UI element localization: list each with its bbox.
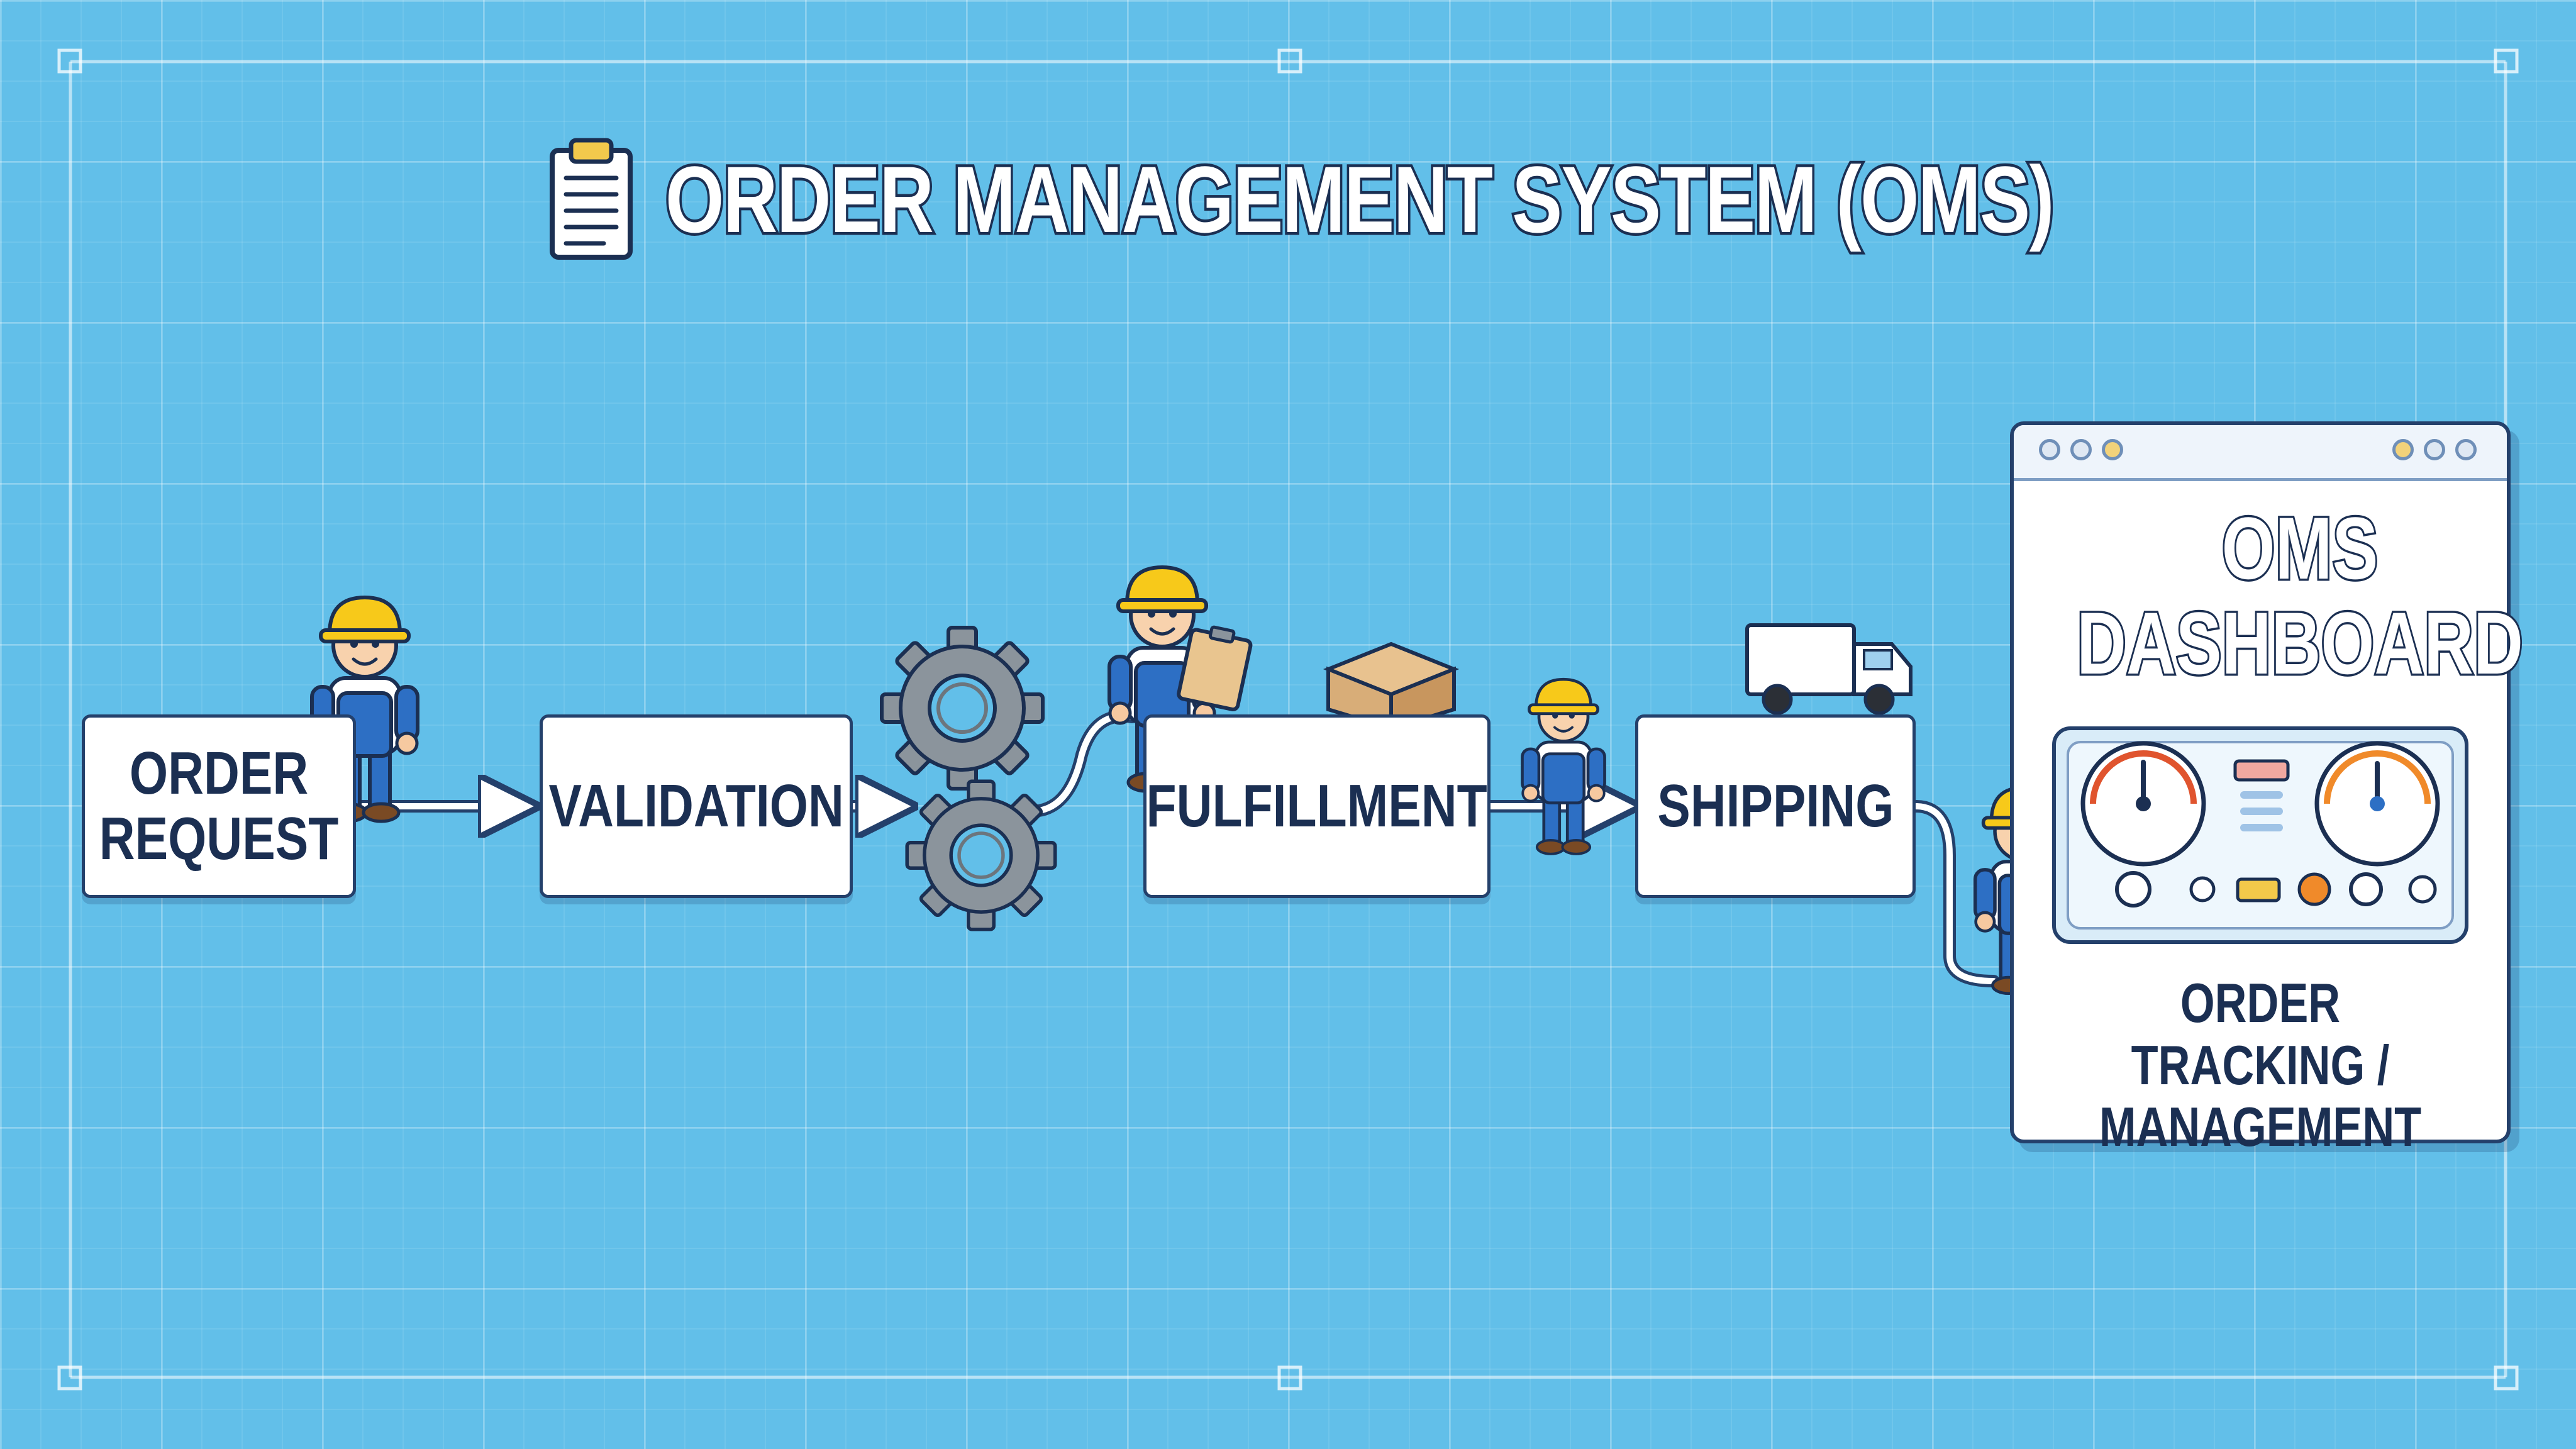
delivery-truck-icon [1745,623,1913,715]
stage-shipping: SHIPPING [1635,714,1916,898]
window-dot-icon [2424,439,2445,460]
window-dot-icon [2039,439,2060,460]
window-dot-icon [2392,439,2414,460]
dashboard-title: OMS DASHBOARD [2075,498,2524,693]
dashboard-caption: ORDER TRACKING / MANAGEMENT [2099,972,2422,1158]
window-title-bar [2014,425,2507,481]
worker-icon [1522,679,1604,854]
title-text: ORDER MANAGEMENT SYSTEM (OMS) [663,147,2057,252]
stage-fulfillment: FULFILLMENT [1143,714,1491,898]
window-dot-icon [2070,439,2092,460]
stage-order-request: ORDER REQUEST [82,714,356,898]
gears-icon [882,628,1055,930]
page-title: ORDER MANAGEMENT SYSTEM (OMS) [547,133,2401,265]
oms-dashboard-window: OMS DASHBOARD ORDER TRACKING / MANAGEMEN… [2010,421,2525,1158]
clipboard-icon [550,138,633,260]
window-dot-icon [2455,439,2477,460]
clipboard-icon [1177,625,1253,712]
package-box-icon [1323,641,1460,731]
window-dot-icon [2102,439,2123,460]
stage-validation: VALIDATION [540,714,853,898]
gauge-icon [2052,726,2468,944]
